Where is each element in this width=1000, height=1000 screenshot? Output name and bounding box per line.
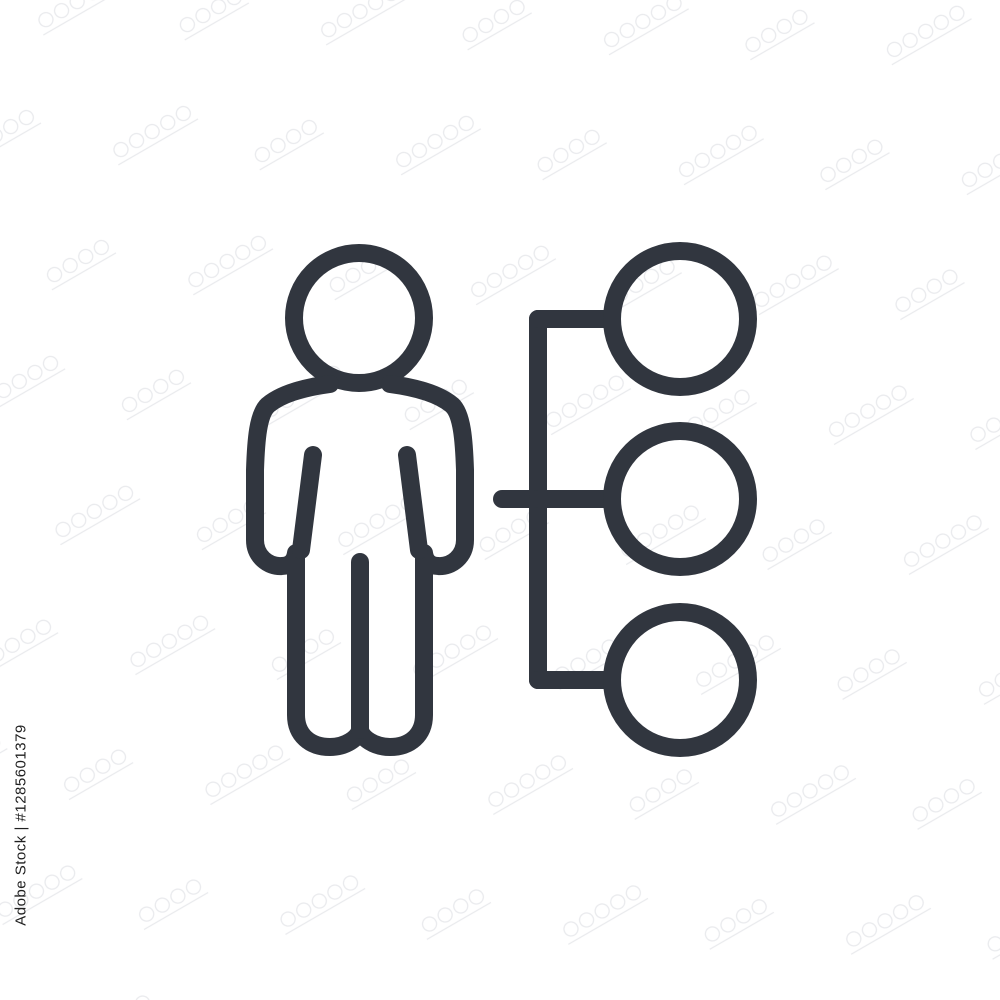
node-circle-icon <box>603 422 757 576</box>
node-circle-icon <box>603 242 757 396</box>
person-head <box>285 244 433 392</box>
hierarchy-connector <box>493 310 621 689</box>
node-circle-icon <box>603 603 757 757</box>
person-icon <box>246 244 474 756</box>
person-left-arm-line <box>292 446 322 559</box>
person-right-arm-line <box>398 446 428 559</box>
stock-id-label: Adobe Stock | #1285601379 <box>12 724 30 926</box>
